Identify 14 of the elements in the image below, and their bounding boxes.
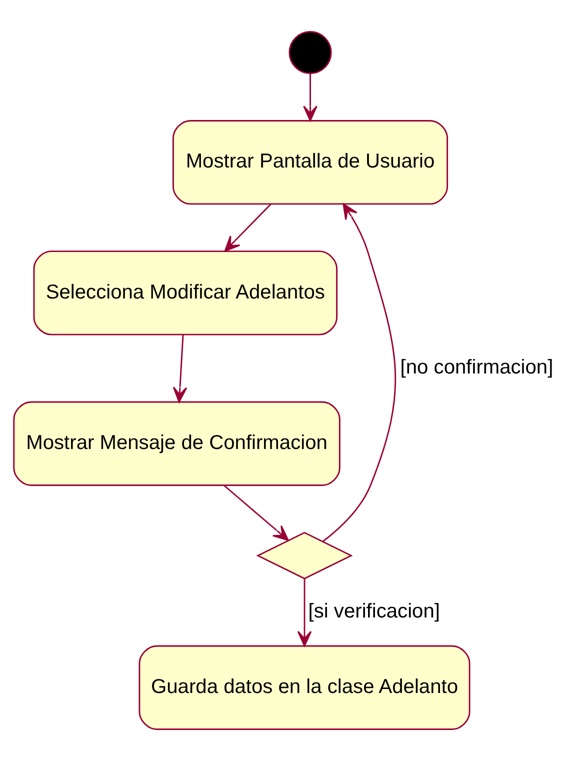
node-box: Mostrar Pantalla de Usuario [172,120,448,204]
arrow [297,578,312,646]
node-box: Guarda datos en la clase Adelanto [138,644,470,730]
node-box: Mostrar Mensaje de Confirmacion [13,400,340,486]
arrow [224,203,272,252]
node-diamond [256,531,353,579]
arrow [172,334,188,402]
arrow [303,73,318,121]
node-box: Selecciona Modificar Adelantos [33,250,338,335]
arrow [322,202,396,542]
node-circle [288,30,332,74]
arrow [224,484,289,540]
edge-label: [no confirmacion] [400,356,554,378]
edge-label: [si verificacion] [308,600,440,622]
